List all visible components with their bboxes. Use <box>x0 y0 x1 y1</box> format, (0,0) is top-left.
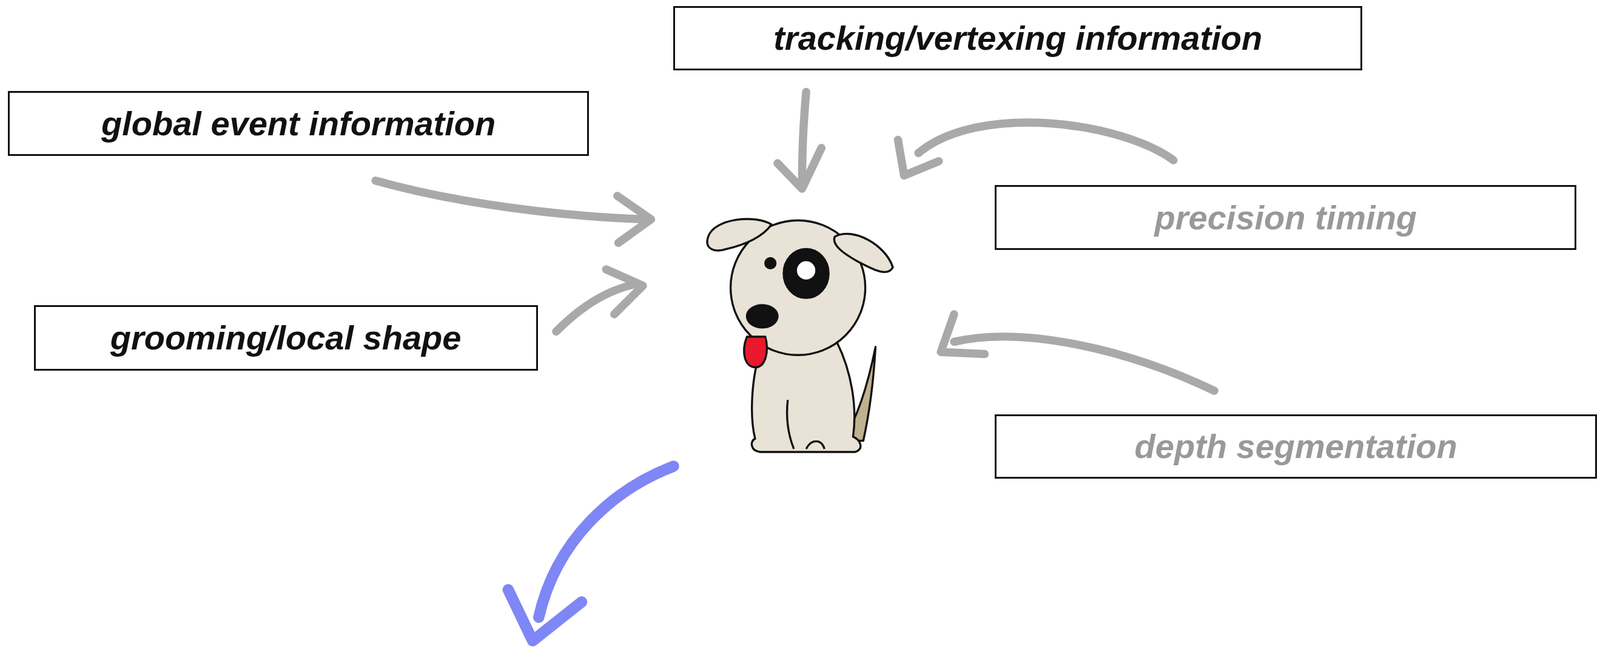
arrow <box>954 336 1215 391</box>
box-label: tracking/vertexing information <box>773 19 1263 58</box>
label-box: tracking/vertexing information <box>673 6 1363 71</box>
label-box: global event information <box>7 90 589 157</box>
dog-ear <box>833 233 893 272</box>
dog-paw <box>806 440 825 449</box>
arrow <box>375 180 645 220</box>
output-arrow <box>508 466 674 642</box>
arrow-head <box>605 269 643 315</box>
arrow-head <box>508 589 582 641</box>
box-label: depth segmentation <box>1134 427 1458 466</box>
label-box: precision timing <box>994 184 1577 251</box>
arrow-head <box>898 139 939 176</box>
box-label: global event information <box>101 104 496 143</box>
dog <box>707 218 893 452</box>
eye-patch <box>783 248 829 298</box>
arrow-head <box>940 314 985 355</box>
box-label: grooming/local shape <box>110 319 462 357</box>
label-box: depth segmentation <box>994 414 1597 479</box>
dog-ear <box>707 218 772 251</box>
label-box: grooming/local shape <box>33 305 538 371</box>
dog-body <box>751 341 861 452</box>
dog-nose <box>747 305 778 328</box>
dog-leg <box>787 399 794 449</box>
dog-eye <box>764 257 777 270</box>
arrow <box>801 91 807 186</box>
dog-tongue <box>744 336 768 367</box>
arrow <box>538 466 674 618</box>
dog-eye <box>796 261 816 280</box>
arrow <box>918 122 1174 161</box>
arrow-head <box>777 147 822 189</box>
box-label: precision timing <box>1154 198 1418 237</box>
arrow-head <box>617 195 652 243</box>
